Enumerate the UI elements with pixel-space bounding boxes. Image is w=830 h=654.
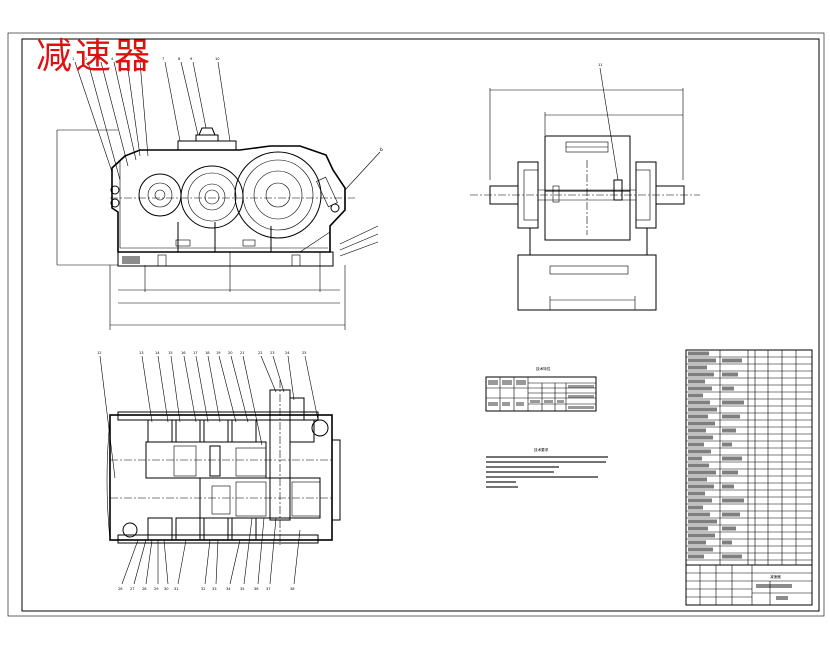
parts-row-material [722,428,736,433]
callout-22: 22 [258,351,263,355]
callout-1: 1 [72,57,74,61]
parts-row-material [722,358,742,363]
callout-14: 14 [155,351,160,355]
technical-characteristics-table: 技术特性 [485,366,597,412]
parts-row-text [688,435,713,440]
parts-row-text [688,477,707,482]
parts-row-text [688,372,714,377]
parts-row-text [688,414,708,419]
parts-row-text [688,379,705,384]
parts-row-text [688,407,717,412]
title-block-name: 减速器 [770,574,781,579]
callout-9: 9 [190,57,193,61]
parts-row-text [688,358,716,363]
callout-7: 7 [162,57,164,61]
side-label-b: b [380,147,383,153]
parts-row-material [722,498,744,503]
parts-row-text [688,498,712,503]
parts-row-text [688,484,714,489]
front-elevation-view: 1 2 3 4 5 6 7 8 9 10 b [56,57,383,330]
callout-8: 8 [178,57,181,61]
parts-row-text [688,365,707,370]
parts-list-table [685,349,813,566]
callout-26: 26 [118,587,123,591]
parts-row-text [688,442,704,447]
callout-3: 3 [98,57,100,61]
callout-16: 16 [181,351,186,355]
callout-27: 27 [130,587,135,591]
notes-title: 技术要求 [534,447,549,452]
inner-border [21,38,820,612]
parts-row-material [722,442,732,447]
callout-32: 32 [201,587,206,591]
callout-18: 18 [205,351,210,355]
parts-row-material [722,386,734,391]
parts-row-material [722,470,738,475]
callout-13: 13 [139,351,144,355]
parts-row-material [722,372,738,377]
parts-row-text [688,519,717,524]
callout-38: 38 [290,587,295,591]
callout-34: 34 [226,587,231,591]
callout-2: 2 [85,57,87,61]
callout-15: 15 [168,351,173,355]
technical-requirements-notes: 技术要求 [486,447,608,488]
parts-row-material [722,526,736,531]
parts-row-text [688,449,711,454]
callout-5: 5 [124,57,126,61]
callout-25: 25 [302,351,307,355]
parts-row-text [688,533,715,538]
parts-row-text [688,393,703,398]
callout-4: 4 [111,57,114,61]
drawing-title: 减速器 [36,36,154,77]
callout-10: 10 [215,57,220,61]
parts-row-text [688,428,706,433]
parts-row-text [688,386,712,391]
title-block: 减速器 [685,564,813,606]
callout-19: 19 [216,351,221,355]
parts-row-material [722,484,734,489]
side-elevation-view: 11 [470,63,700,311]
parts-row-text [688,470,716,475]
section-plan-view: 12 13 14 15 16 17 18 19 20 21 22 23 24 2… [97,351,341,591]
callout-29: 29 [154,587,159,591]
callout-23: 23 [270,351,275,355]
callout-11: 11 [598,63,603,67]
callout-6: 6 [137,57,140,61]
parts-row-material [722,540,732,545]
callout-35: 35 [240,587,245,591]
parts-row-text [688,351,709,356]
parts-row-text [688,547,713,552]
parts-row-material [722,554,742,559]
callout-12: 12 [97,351,102,355]
outer-border [7,32,825,617]
parts-row-material [722,414,740,419]
parts-row-material [722,400,744,405]
parts-row-text [688,505,703,510]
parts-row-material [722,456,742,461]
callout-20: 20 [228,351,233,355]
callout-33: 33 [212,587,217,591]
parts-row-text [688,463,709,468]
callout-30: 30 [164,587,169,591]
parts-row-text [688,421,715,426]
parts-row-material [722,512,740,517]
parts-row-text [688,512,710,517]
callout-36: 36 [254,587,259,591]
parts-row-text [688,554,704,559]
callout-37: 37 [266,587,271,591]
callout-28: 28 [142,587,147,591]
parts-row-text [688,540,706,545]
callout-24: 24 [285,351,290,355]
parts-row-text [688,491,705,496]
callout-21: 21 [240,351,245,355]
callout-31: 31 [174,587,179,591]
gear-table-title: 技术特性 [536,366,551,371]
parts-row-text [688,526,708,531]
parts-row-text [688,400,710,405]
callout-17: 17 [193,351,198,355]
parts-row-text [688,456,702,461]
